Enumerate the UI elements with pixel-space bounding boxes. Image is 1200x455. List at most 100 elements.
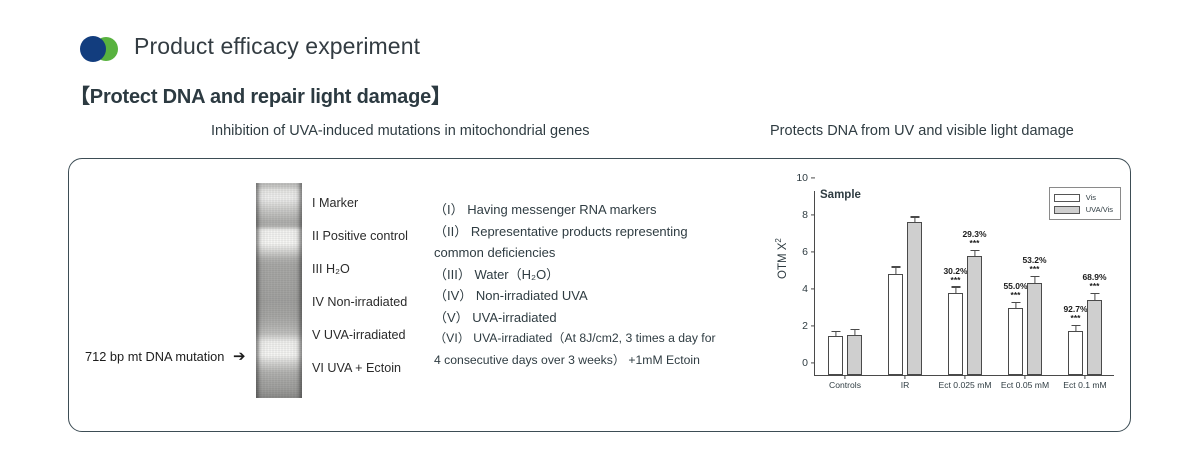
chart-bar-wrapper — [888, 191, 903, 375]
chart-bar — [1068, 330, 1083, 375]
chart-bar-annotation: 68.9%*** — [1082, 272, 1106, 290]
chart-error-bar — [913, 217, 916, 223]
chart-error-bar — [1014, 303, 1017, 309]
brand-logo — [80, 36, 124, 62]
chart-percent-label: 53.2% — [1022, 255, 1047, 266]
caption-right: Protects DNA from UV and visible light d… — [770, 123, 1074, 139]
lane-label: III H₂O — [312, 262, 350, 276]
chart-bar-annotation: 92.7%*** — [1063, 304, 1087, 322]
gel-lane-labels: I Marker II Positive control III H₂O IV … — [312, 196, 442, 394]
mutation-annotation: 712 bp mt DNA mutation ➔ — [85, 347, 246, 365]
chart-percent-label: 30.2% — [943, 265, 968, 276]
chart-x-tick-label: Controls — [829, 380, 861, 390]
chart-error-cap — [1030, 276, 1039, 278]
lane-label: I Marker — [312, 196, 359, 210]
chart-significance-label: *** — [969, 237, 980, 248]
chart-error-cap — [1011, 302, 1020, 304]
chart-x-tick-mark — [1084, 375, 1086, 379]
chart-x-tick-mark — [904, 375, 906, 379]
chart-error-bar — [973, 250, 976, 256]
lane-label: II Positive control — [312, 229, 408, 243]
chart-bar-annotation: 55.0%*** — [1003, 281, 1027, 299]
gel-edge-right — [297, 183, 302, 398]
legend-line: （VI） UVA-irradiated（At 8J/cm2, 3 times a… — [434, 331, 716, 345]
lane-label: V UVA-irradiated — [312, 328, 406, 342]
chart-error-cap — [970, 249, 979, 251]
chart-bar-annotation: 30.2%*** — [943, 266, 967, 284]
section-title: 【Protect DNA and repair light damage】 — [70, 86, 451, 108]
legend-swatch-vis — [1053, 193, 1080, 202]
chart-percent-label: 29.3% — [962, 228, 987, 239]
chart-bar-wrapper: 53.2%*** — [1022, 191, 1047, 375]
chart-y-tick: 6 — [802, 246, 815, 258]
chart-bar — [907, 222, 922, 375]
chart-error-bar — [1033, 277, 1036, 283]
chart-error-cap — [850, 328, 859, 331]
chart-bar-wrapper: 92.7%*** — [1063, 191, 1088, 375]
chart-error-bar — [834, 331, 837, 337]
chart-bar — [1008, 308, 1023, 375]
chart-error-bar — [894, 267, 897, 275]
chart-y-tick: 10 — [796, 172, 815, 184]
chart-percent-label: 92.7% — [1063, 303, 1088, 314]
chart-bar-group: IR — [875, 191, 935, 390]
chart-x-tick-mark — [844, 375, 846, 379]
right-arrow-icon: ➔ — [232, 348, 246, 365]
mutation-annotation-text: 712 bp mt DNA mutation — [85, 349, 225, 364]
chart-significance-label: *** — [950, 274, 961, 285]
chart-bar-wrapper: 30.2%*** — [943, 191, 968, 375]
chart-error-cap — [831, 330, 840, 332]
chart-bar — [888, 274, 903, 375]
legend-line: 4 consecutive days over 3 weeks） +1mM Ec… — [434, 352, 700, 367]
chart-bar-wrapper: 68.9%*** — [1082, 191, 1107, 375]
chart-bar-wrapper — [907, 191, 922, 375]
chart-error-bar — [1074, 325, 1077, 331]
caption-left: Inhibition of UVA-induced mutations in m… — [211, 123, 590, 139]
chart-error-cap — [1090, 292, 1099, 295]
chart-y-tick: 2 — [802, 320, 815, 332]
chart-x-tick-mark — [964, 375, 966, 379]
chart-x-tick-mark — [1024, 375, 1026, 379]
legend-line: （V） UVA-irradiated — [434, 309, 557, 325]
chart-legend: Vis UVA/Vis — [1048, 187, 1121, 220]
chart-bar — [1027, 282, 1042, 375]
logo-blue-dot — [80, 36, 106, 62]
chart-percent-label: 68.9% — [1082, 272, 1107, 283]
chart-bar-group: 30.2%***29.3%***Ect 0.025 mM — [935, 191, 995, 390]
chart-error-bar — [954, 287, 957, 293]
lane-label: IV Non-irradiated — [312, 295, 408, 309]
gel-edge-left — [256, 183, 261, 398]
legend-line: （II） Representative products representin… — [434, 223, 688, 239]
legend-item-vis: Vis — [1053, 192, 1113, 203]
legend-line: common deficiencies — [434, 245, 556, 260]
chart-percent-label: 55.0% — [1003, 281, 1028, 292]
chart-bar-wrapper: 55.0%*** — [1003, 191, 1028, 375]
chart-y-tick: 4 — [802, 283, 815, 295]
chart-x-tick-label: IR — [900, 380, 910, 390]
legend-swatch-uva-vis — [1053, 205, 1080, 214]
chart-bar — [967, 255, 982, 375]
chart-error-cap — [1071, 324, 1080, 326]
chart-error-bar — [853, 330, 856, 336]
legend-line: （IV） Non-irradiated UVA — [434, 288, 588, 303]
chart-bar-group: Controls — [815, 191, 875, 390]
chart-bar-annotation: 53.2%*** — [1022, 255, 1046, 273]
legend-line: （III） Water（H₂O） — [434, 266, 560, 282]
chart-significance-label: *** — [1070, 312, 1081, 323]
chart-bar — [847, 335, 862, 375]
chart-y-tick: 0 — [802, 357, 815, 369]
chart-bar-group: 55.0%***53.2%***Ect 0.05 mM — [995, 191, 1055, 390]
chart-bar — [948, 292, 963, 375]
chart-x-tick-label: Ect 0.1 mM — [1063, 380, 1107, 390]
chart-significance-label: *** — [1010, 290, 1021, 301]
lane-label: VI UVA + Ectoin — [312, 361, 402, 375]
chart-error-bar — [1093, 294, 1096, 301]
chart-error-cap — [891, 266, 900, 268]
legend-item-uva-vis: UVA/Vis — [1053, 204, 1113, 215]
legend-line: （I） Having messenger RNA markers — [434, 202, 657, 217]
gel-electrophoresis-image — [256, 183, 302, 398]
chart-significance-label: *** — [1029, 264, 1040, 275]
